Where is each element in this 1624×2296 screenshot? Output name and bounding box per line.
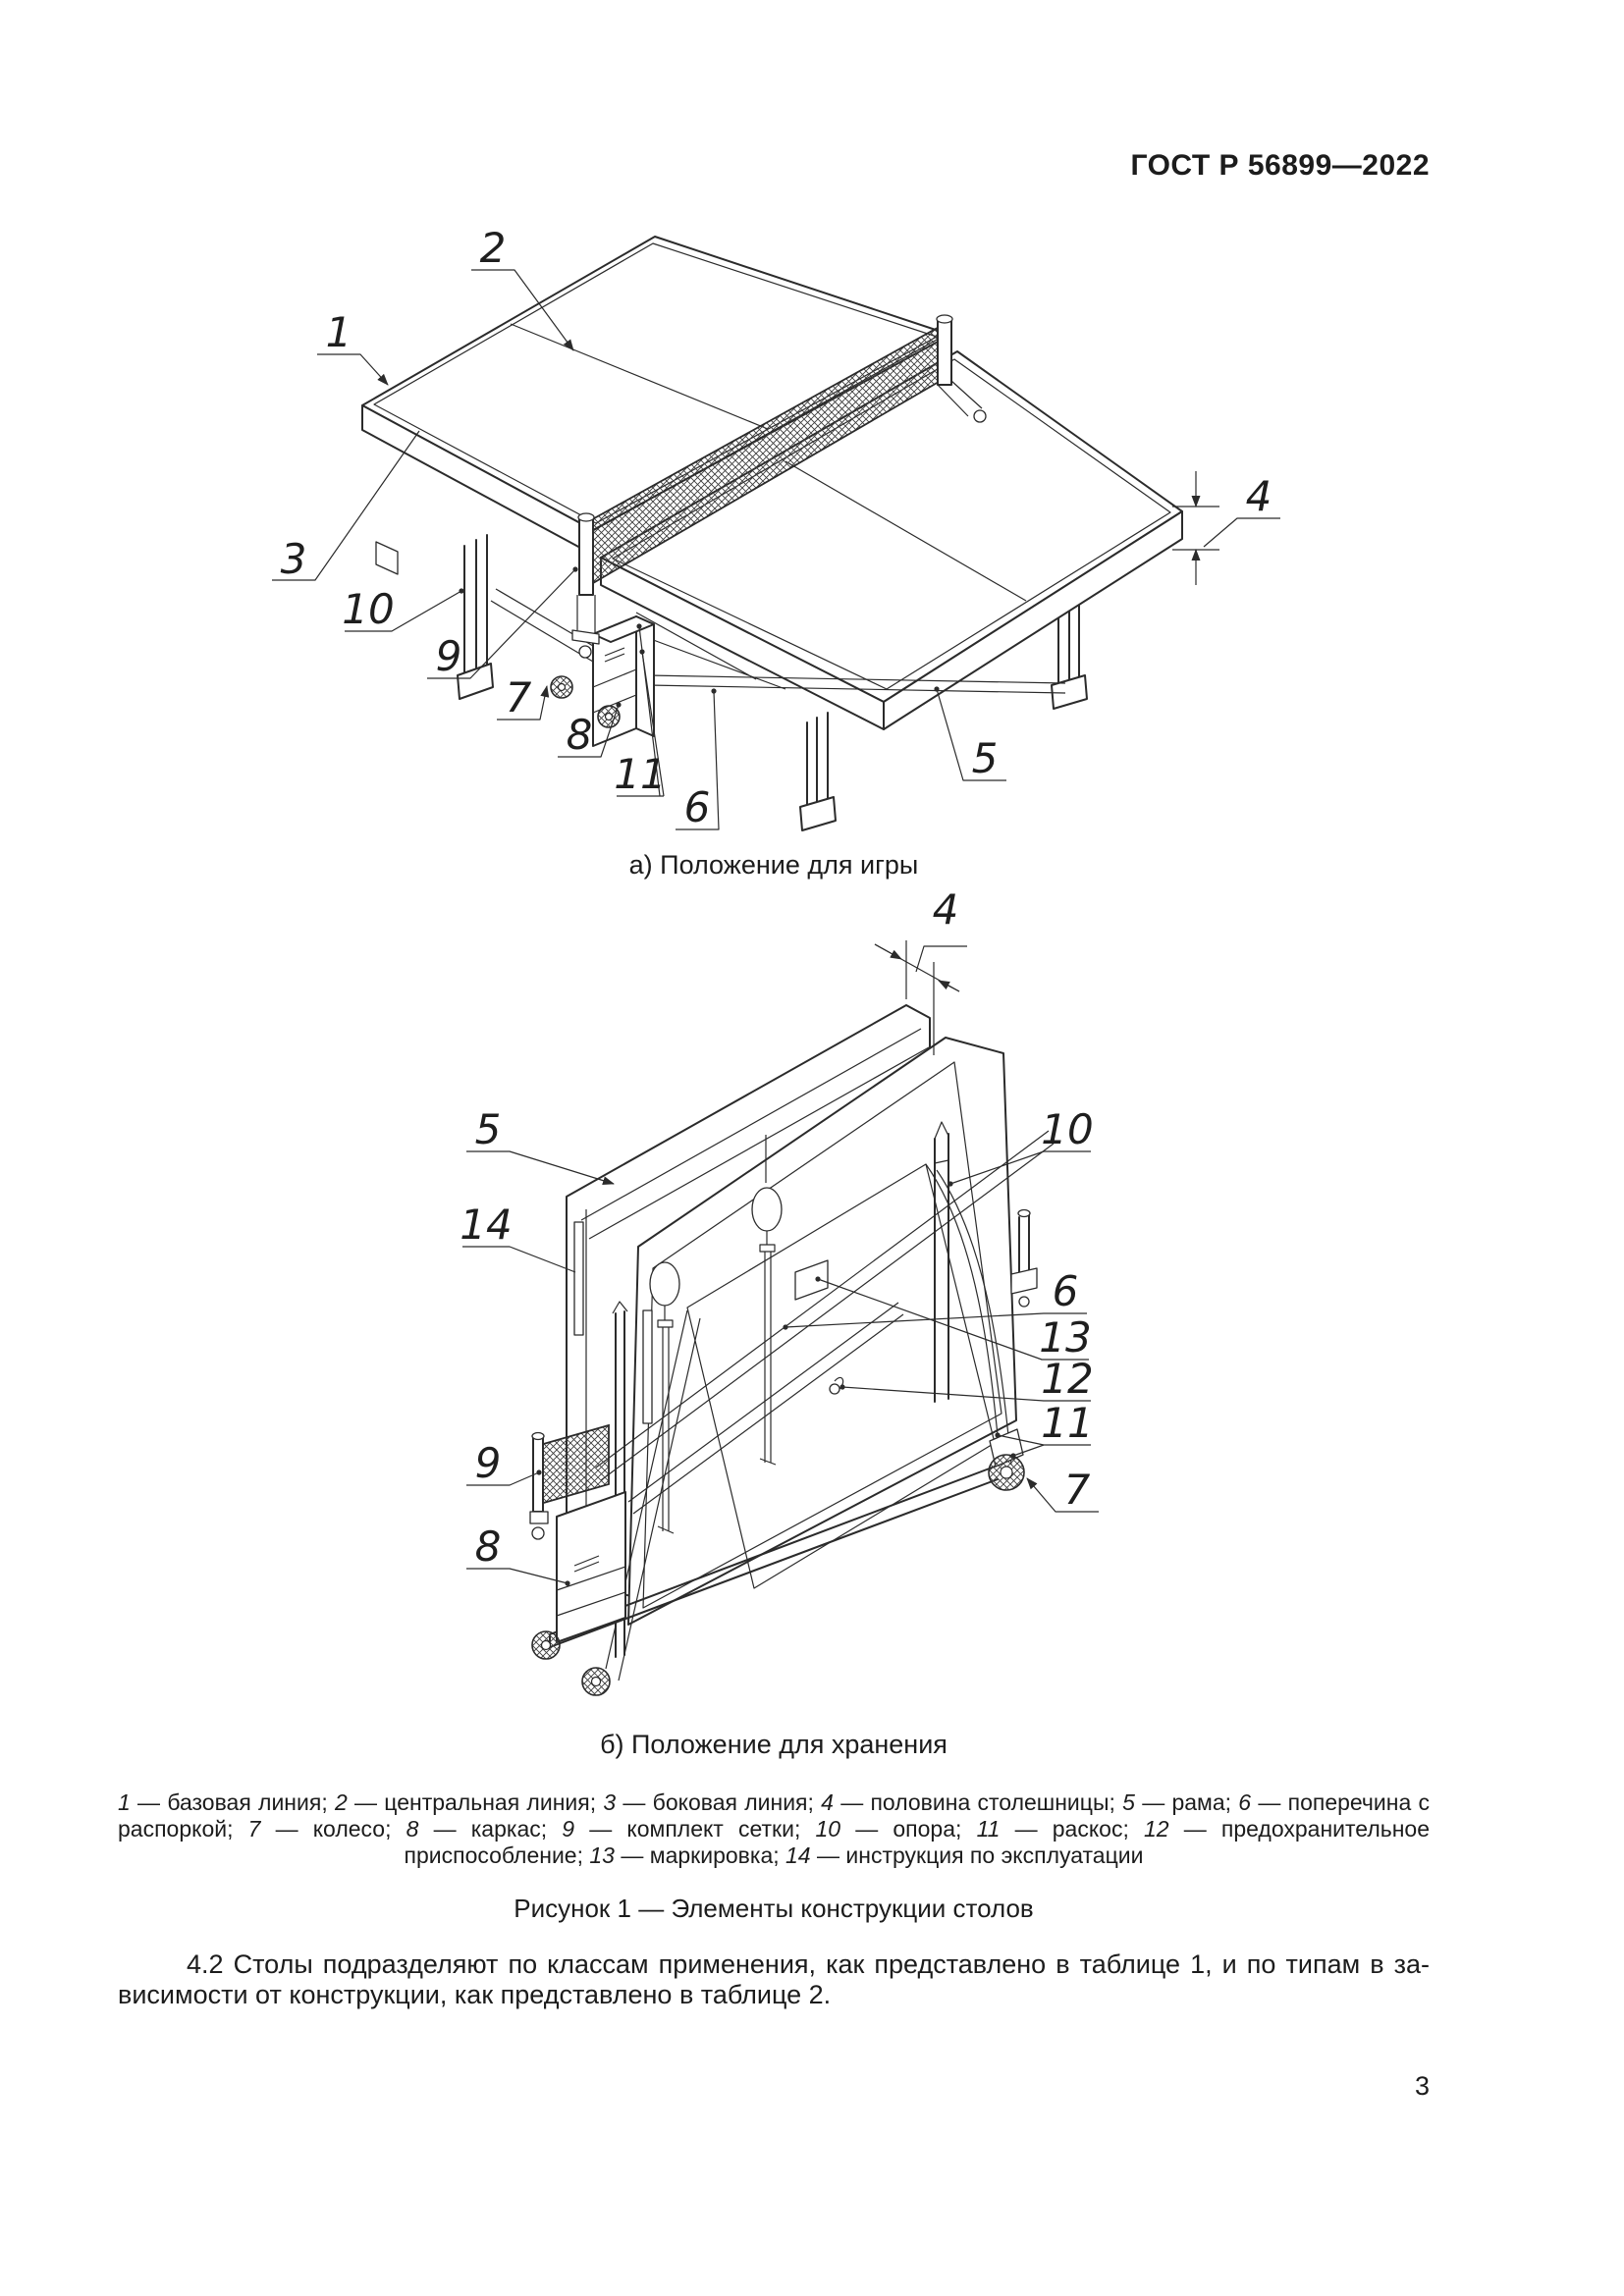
callout-b-5: 5 xyxy=(475,1105,502,1153)
callout-a-7: 7 xyxy=(506,673,532,721)
legend-item-number: 11 xyxy=(976,1816,1001,1842)
legend-item-number: 6 xyxy=(1238,1789,1252,1815)
table-a-legs xyxy=(457,534,1088,831)
callout-a-9: 9 xyxy=(436,632,462,680)
wheel-icon xyxy=(531,1454,1025,1696)
table-a-near-half xyxy=(600,350,1183,730)
legend-item-number: 2 xyxy=(334,1789,348,1815)
legend-item-number: 3 xyxy=(603,1789,617,1815)
figure-caption: Рисунок 1 — Элементы конструкции столов xyxy=(514,1894,1034,1923)
thickness-dimension-a xyxy=(1172,471,1219,585)
undercarriage-b xyxy=(531,1309,1025,1696)
callout-a-4: 4 xyxy=(1246,472,1272,520)
legend-item-number: 14 xyxy=(785,1842,811,1868)
legend-item-number: 7 xyxy=(247,1816,261,1842)
view-b-caption: б) Положение для хранения xyxy=(600,1730,947,1759)
wheel-icon xyxy=(550,675,621,728)
callout-b-6: 6 xyxy=(1053,1267,1079,1315)
legend-item-number: 1 xyxy=(118,1789,131,1815)
legend-item-number: 13 xyxy=(589,1842,615,1868)
callout-b-14: 14 xyxy=(460,1201,512,1249)
callout-a-2: 2 xyxy=(480,224,507,272)
callout-b-9: 9 xyxy=(475,1439,502,1487)
figure-legend: 1 — базовая линия; 2 — центральная линия… xyxy=(118,1789,1431,1868)
callout-a-1: 1 xyxy=(326,308,352,356)
callout-a-3: 3 xyxy=(281,535,307,583)
net-assembly-b xyxy=(529,1423,610,1540)
paragraph-line-1: 4.2 Столы подразделяют по классам примен… xyxy=(187,1949,1430,1979)
callout-b-8: 8 xyxy=(475,1522,502,1571)
callout-a-5: 5 xyxy=(972,734,999,782)
folded-half-front xyxy=(627,1037,1017,1626)
callout-b-11: 11 xyxy=(1041,1399,1093,1447)
paragraph-line-2: висимости от конструкции, как представле… xyxy=(118,1980,832,2009)
legend-item-number: 10 xyxy=(815,1816,841,1842)
figure-a-drawing: 1 2 3 10 9 7 8 11 6 5 4 xyxy=(272,224,1280,831)
callout-b-10: 10 xyxy=(1041,1105,1093,1153)
callout-leaders-b xyxy=(462,945,1099,1586)
callout-b-12: 12 xyxy=(1041,1355,1093,1403)
callout-a-11: 11 xyxy=(614,750,666,798)
folded-legs-and-fittings xyxy=(595,1121,1055,1658)
legend-item-number: 8 xyxy=(406,1816,419,1842)
callout-b-7: 7 xyxy=(1064,1466,1091,1514)
callout-labels-b: 4 5 14 10 6 13 12 11 7 9 8 xyxy=(460,885,1093,1571)
page-number: 3 xyxy=(1414,2071,1430,2101)
callout-a-8: 8 xyxy=(567,711,593,759)
callout-b-13: 13 xyxy=(1039,1313,1091,1362)
undercarriage-a xyxy=(490,588,1066,747)
standard-designation: ГОСТ Р 56899—2022 xyxy=(1130,149,1430,182)
callout-b-4: 4 xyxy=(933,885,959,934)
clause-4-2-paragraph: 4.2 Столы подразделяют по классам примен… xyxy=(118,1949,1430,2010)
callout-a-10: 10 xyxy=(342,585,394,633)
figure-b-drawing: 4 5 14 10 6 13 12 11 7 9 8 xyxy=(460,885,1099,1696)
legend-item-number: 12 xyxy=(1144,1816,1169,1842)
callout-labels-a: 1 2 3 10 9 7 8 11 6 5 4 xyxy=(281,224,1272,831)
callout-a-6: 6 xyxy=(684,783,711,831)
net-assembly-a xyxy=(571,314,987,659)
callout-leaders-a xyxy=(272,269,1280,830)
legend-item-number: 5 xyxy=(1122,1789,1135,1815)
legend-item-number: 9 xyxy=(562,1816,575,1842)
legend-item-number: 4 xyxy=(821,1789,834,1815)
view-a-caption: а) Положение для игры xyxy=(628,850,919,880)
